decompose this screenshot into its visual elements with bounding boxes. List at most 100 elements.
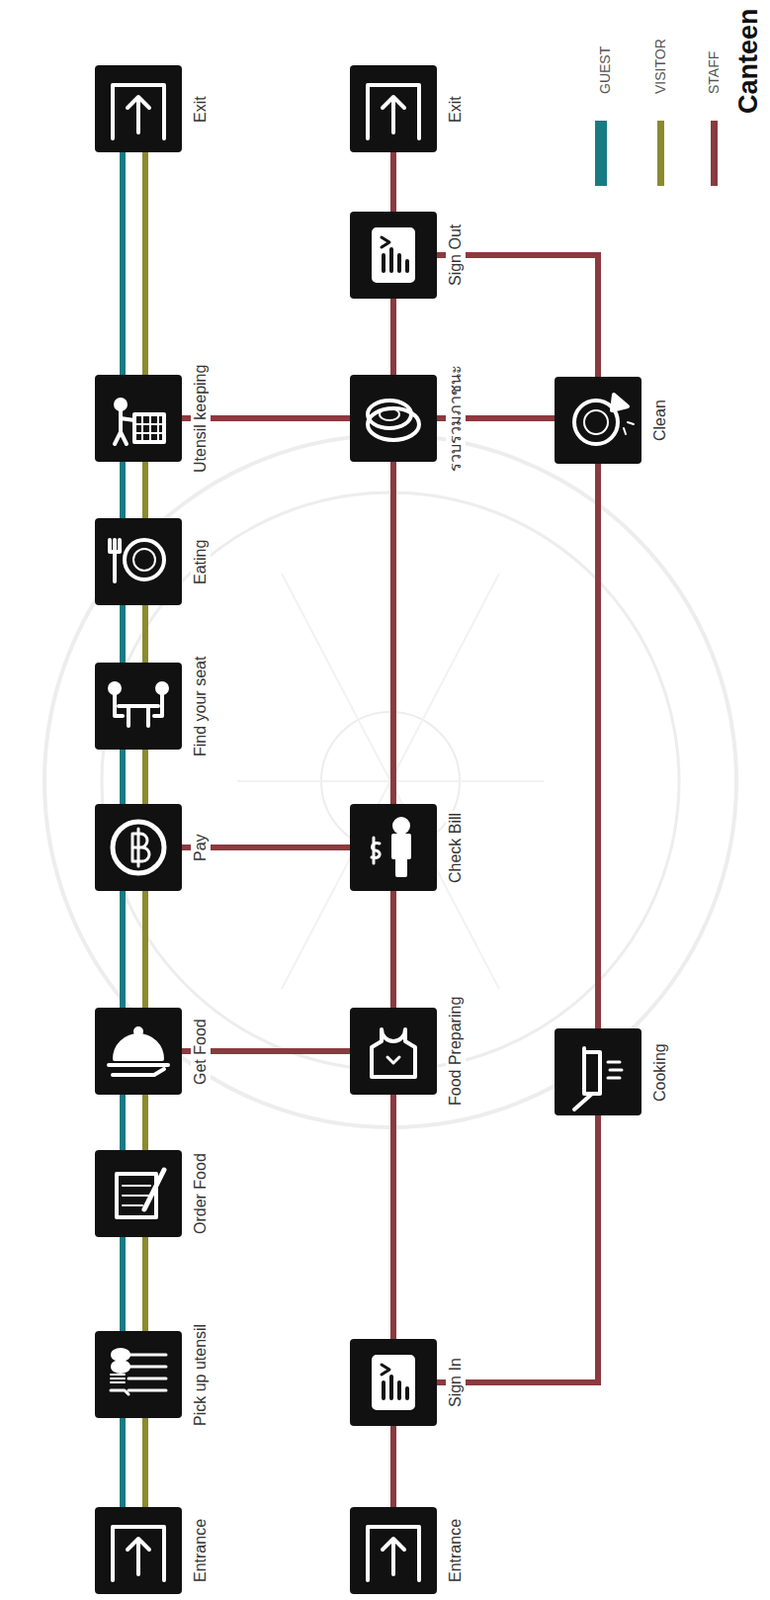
pictogram (94, 1506, 182, 1594)
legend-label: GUEST (597, 46, 613, 94)
flow-line (119, 152, 126, 375)
flow-line (390, 1094, 397, 1339)
icon-box: Clean (554, 376, 642, 464)
icon-part (157, 683, 168, 693)
flow-line (390, 298, 397, 375)
flow-line (142, 1417, 149, 1507)
icon-part (114, 1034, 163, 1059)
flow-line (390, 461, 397, 804)
icon-part (134, 414, 165, 442)
icon-part (623, 422, 634, 434)
icon-part (373, 1356, 414, 1408)
icon-part (387, 1056, 400, 1063)
icon-part (114, 410, 135, 444)
flow-line (390, 890, 397, 1008)
pictogram (349, 1506, 437, 1594)
icon-part (112, 1526, 165, 1580)
icon-part (584, 410, 608, 434)
pictogram (554, 376, 642, 464)
flow-line (142, 890, 149, 1008)
icon-part (607, 1061, 622, 1078)
icon-box: Eating (94, 517, 182, 605)
legend-swatch (595, 120, 607, 186)
icon-box: Exit (94, 65, 182, 153)
pictogram (349, 1007, 437, 1095)
icon-part (112, 1068, 165, 1075)
icon-part (132, 828, 150, 866)
flow-line (119, 890, 126, 1008)
step-label: Entrance (445, 1516, 466, 1584)
flow-line (436, 1114, 599, 1382)
icon-part (574, 1093, 593, 1110)
step-label: Pick up utensil (190, 1320, 211, 1427)
step-label: Pay (190, 831, 211, 863)
icon-part (133, 548, 156, 571)
icon-part (383, 1375, 408, 1398)
icon-part (393, 835, 410, 875)
step-label: Food Preparing (445, 994, 466, 1108)
pictogram (349, 211, 437, 299)
legend-label: STAFF (705, 51, 722, 94)
pictogram (94, 517, 182, 605)
step-label: Eating (190, 536, 211, 586)
icon-part (112, 821, 165, 873)
step-label: Exit (445, 93, 466, 125)
icon-box: Entrance (349, 1506, 437, 1594)
pictogram (94, 1149, 182, 1237)
flow-line (119, 1094, 126, 1150)
icon-box: Pick up utensil (94, 1330, 182, 1418)
step-label: รวบรวมภาชนะ (445, 362, 466, 474)
icon-part (381, 237, 390, 248)
icon-part (371, 1028, 416, 1077)
pictogram (349, 803, 437, 891)
icon-part (109, 683, 120, 693)
flow-line (142, 461, 149, 518)
step-label: Cooking (650, 1040, 671, 1104)
flow-line (119, 749, 126, 804)
pictogram (349, 374, 437, 462)
icon-box: Check Bill (349, 803, 437, 891)
flow-line (142, 1094, 149, 1150)
flow-line (142, 749, 149, 804)
icon-part (127, 96, 150, 133)
icon-part (394, 818, 409, 833)
icon-part (383, 249, 408, 271)
flow-line (390, 1425, 397, 1507)
icon-part (584, 1047, 600, 1094)
icon-part (144, 1169, 165, 1209)
seal-ring (44, 434, 737, 1127)
pictogram (94, 1007, 182, 1095)
icon-part (379, 408, 400, 421)
step-label: Check Bill (445, 809, 466, 884)
icon-part (112, 1349, 129, 1360)
icon-box: Find your seat (94, 662, 182, 750)
legend-label: VISITOR (652, 38, 669, 94)
icon-part (127, 1538, 150, 1574)
icon-part (382, 96, 405, 133)
legend-swatch (710, 120, 718, 186)
flow-line (142, 1236, 149, 1331)
icon-part (367, 85, 420, 139)
step-label: Entrance (190, 1516, 211, 1584)
step-label: Get Food (190, 1016, 211, 1087)
step-label: Order Food (190, 1150, 211, 1236)
pictogram (94, 65, 182, 153)
step-label: Clean (650, 397, 671, 443)
icon-box: Exit (349, 65, 437, 153)
icon-part (124, 539, 165, 580)
step-label: Find your seat (190, 653, 211, 758)
step-label: Sign Out (445, 222, 466, 288)
icon-part (373, 229, 414, 281)
icon-part (115, 399, 126, 410)
flow-line (142, 604, 149, 663)
flow-line (119, 1236, 126, 1331)
flow-line (142, 152, 149, 375)
pictogram (349, 1338, 437, 1426)
icon-part (367, 1526, 420, 1580)
icon-part (110, 1389, 129, 1394)
pictogram (349, 65, 437, 153)
icon-part (114, 693, 163, 716)
step-label: Exit (190, 93, 211, 125)
pictogram (554, 1027, 642, 1115)
